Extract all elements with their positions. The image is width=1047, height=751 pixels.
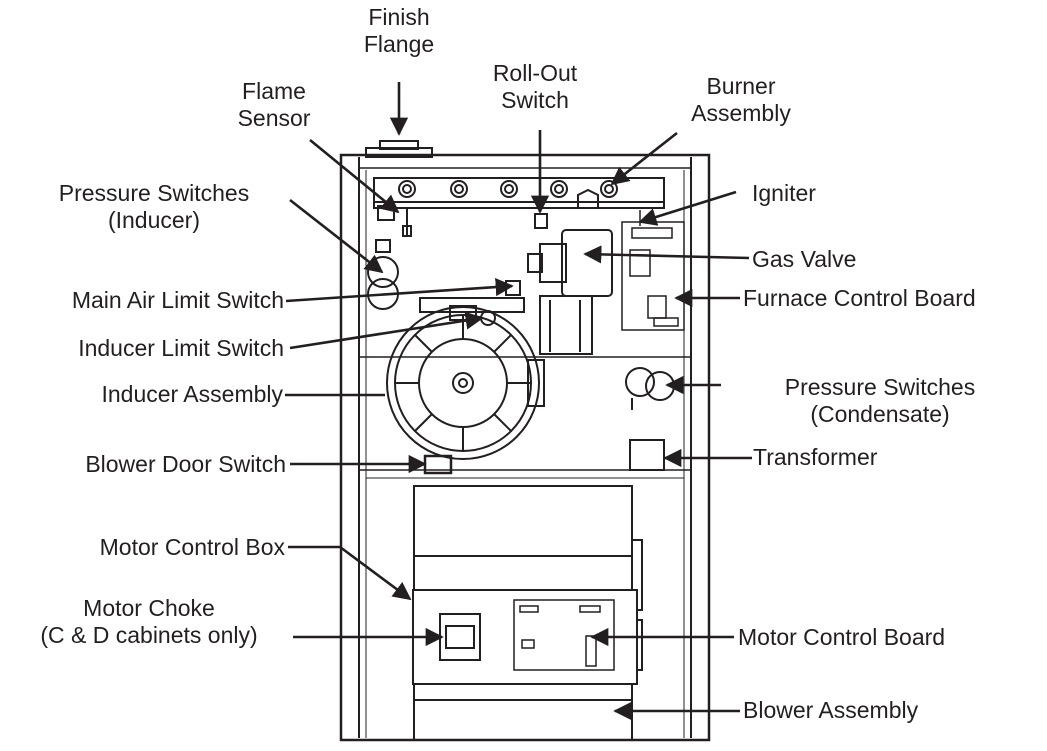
pressure-switches-condensate — [625, 367, 675, 410]
roll-out-switch — [534, 213, 548, 229]
label-roll-out-switch: Roll-Out Switch — [492, 60, 578, 113]
leader-igniter — [638, 190, 737, 226]
label-gas-valve: Gas Valve — [752, 246, 857, 272]
label-igniter: Igniter — [752, 180, 816, 206]
label-blower-assembly: Blower Assembly — [743, 697, 919, 723]
main-air-limit-switch — [505, 280, 521, 296]
leader-main-air-limit-switch — [285, 278, 514, 303]
leader-gas-valve — [583, 245, 750, 264]
pressure-switches-inducer — [367, 239, 399, 310]
label-inducer-assembly: Inducer Assembly — [101, 381, 283, 407]
motor-control-board — [513, 599, 615, 671]
gas-valve — [527, 229, 613, 355]
label-pressure-switches-condensate: Pressure Switches (Condensate) — [784, 374, 976, 427]
label-inducer-limit-switch: Inducer Limit Switch — [78, 335, 284, 361]
inducer-assembly — [386, 297, 545, 460]
label-furnace-control-board: Furnace Control Board — [743, 285, 976, 311]
label-burner-assembly: Burner Assembly — [691, 73, 791, 126]
label-motor-control-box: Motor Control Box — [99, 534, 285, 560]
leader-lines — [285, 82, 752, 721]
furnace-control-board — [621, 221, 685, 331]
transformer — [629, 439, 665, 471]
leader-burner-assembly — [610, 131, 678, 186]
leader-inducer-limit-switch — [289, 311, 484, 350]
label-transformer: Transformer — [753, 444, 878, 470]
label-finish-flange: Finish Flange — [363, 4, 435, 57]
leader-flame-sensor — [309, 138, 400, 214]
label-pressure-switches-inducer: Pressure Switches (Inducer) — [58, 180, 250, 233]
label-motor-control-board: Motor Control Board — [738, 624, 946, 650]
leader-pressure-switches-inducer — [289, 198, 384, 274]
label-main-air-limit-switch: Main Air Limit Switch — [71, 287, 284, 313]
label-flame-sensor: Flame Sensor — [237, 78, 311, 131]
leader-motor-control-box — [288, 545, 412, 601]
burner-assembly — [373, 177, 665, 209]
label-blower-door-switch: Blower Door Switch — [85, 451, 286, 477]
label-motor-choke: Motor Choke (C & D cabinets only) — [40, 595, 258, 648]
finish-flange — [365, 140, 433, 158]
